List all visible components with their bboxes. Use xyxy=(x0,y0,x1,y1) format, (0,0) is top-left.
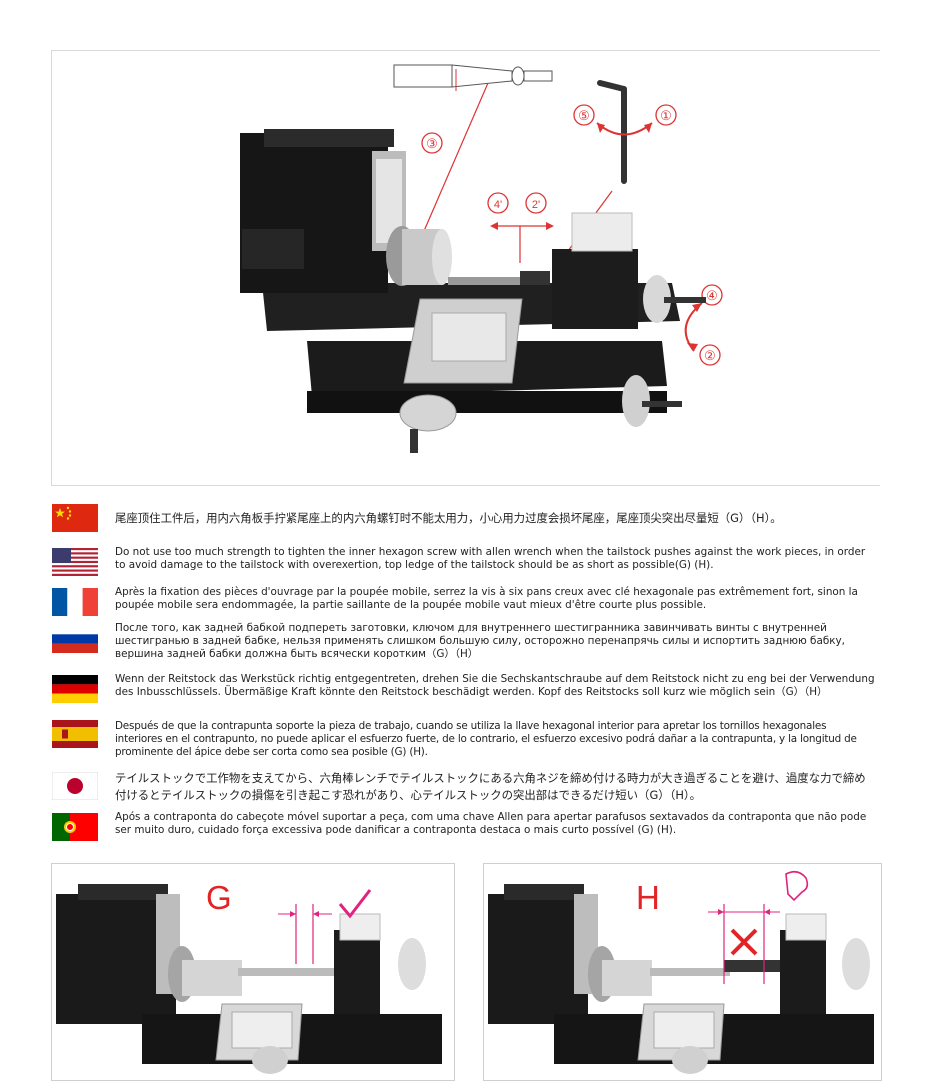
tailstock-slide-arrow xyxy=(490,222,554,263)
instruction-text-es: Después de que la contrapunta soporte la… xyxy=(115,720,857,758)
lathe-diagram: ③ ⑤ ① ④ ② 4' 2' xyxy=(240,64,723,453)
callout-2: ② xyxy=(699,344,721,366)
cross-icon xyxy=(730,928,758,956)
instruction-text-ja: テイルストックで工作物を支えてから、六角棒レンチでテイルストックにある六角ネジを… xyxy=(115,771,866,802)
mini-lathe-drawing xyxy=(240,129,706,453)
svg-text:②: ② xyxy=(704,348,716,363)
instruction-text-fr: Après la fixation des pièces d'ouvrage p… xyxy=(115,586,858,611)
japan-flag-icon xyxy=(52,772,98,800)
callout-4-prime: 4' xyxy=(487,192,509,214)
callout-1: ① xyxy=(655,104,677,126)
callout-3: ③ xyxy=(421,132,443,154)
instruction-text-ru: После того, как задней бабкой подпереть … xyxy=(115,622,845,660)
spain-flag-icon xyxy=(52,720,98,748)
usa-flag-icon xyxy=(52,548,98,576)
callout-5: ⑤ xyxy=(573,104,595,126)
svg-text:①: ① xyxy=(660,108,672,123)
good-example-label: G xyxy=(206,879,232,916)
good-setup-drawing xyxy=(56,884,442,1074)
russia-flag-icon xyxy=(52,625,98,653)
lathe-diagram-frame: ③ ⑤ ① ④ ② 4' 2' xyxy=(51,50,880,486)
tailstock-center-drawing xyxy=(393,64,553,232)
france-flag-icon xyxy=(52,588,98,616)
instruction-text-de: Wenn der Reitstock das Werkstück richtig… xyxy=(115,673,875,698)
callout-2-prime: 2' xyxy=(525,192,547,214)
handwheel-rotation-arrow xyxy=(684,302,703,352)
checkmark-icon xyxy=(338,889,372,919)
svg-text:④: ④ xyxy=(706,288,718,303)
callout-4: ④ xyxy=(701,284,723,306)
instruction-text-pt: Após a contraponta do cabeçote móvel sup… xyxy=(115,811,867,836)
bad-example-label: H xyxy=(636,879,660,916)
svg-text:③: ③ xyxy=(426,136,438,151)
bad-setup-drawing xyxy=(488,870,874,1074)
example-photo-bad: H xyxy=(483,863,882,1081)
portugal-flag-icon xyxy=(52,813,98,841)
instruction-text-zh: 尾座顶住工件后，用内六角板手拧紧尾座上的内六角螺钉时不能太用力，小心用力过度会损… xyxy=(115,511,782,525)
svg-text:2': 2' xyxy=(532,199,540,211)
instruction-text-en: Do not use too much strength to tighten … xyxy=(115,546,866,571)
thumbs-down-icon xyxy=(785,870,809,902)
svg-text:4': 4' xyxy=(494,199,502,211)
germany-flag-icon xyxy=(52,675,98,703)
example-photo-good: G xyxy=(51,863,455,1081)
svg-text:⑤: ⑤ xyxy=(578,108,590,123)
china-flag-icon xyxy=(52,504,98,532)
